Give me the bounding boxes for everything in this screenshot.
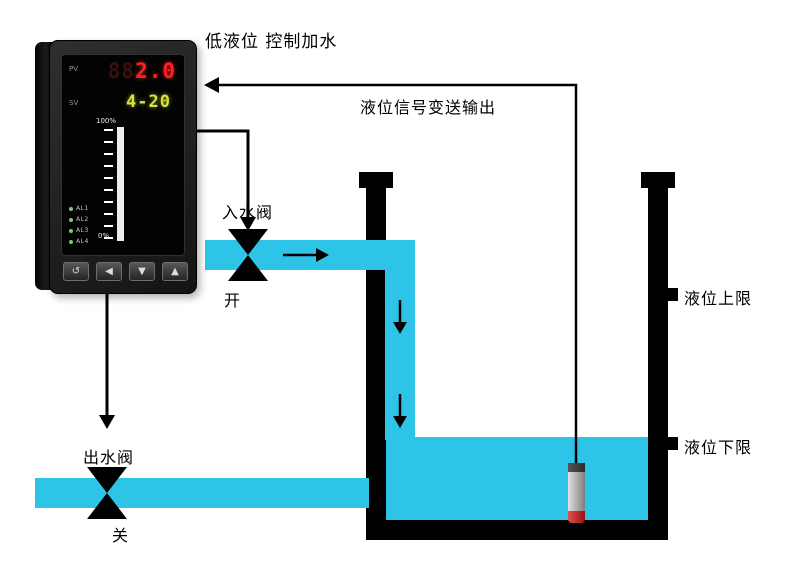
controller-keys: ↺ ◀ ▼ ▲	[63, 262, 188, 281]
key-loop: ↺	[63, 262, 89, 281]
lower-limit-marker	[666, 437, 678, 450]
sv-value: 4-20	[126, 92, 171, 112]
bargraph-scale-bottom: 0%	[98, 232, 110, 240]
meter-to-outlet-line	[99, 292, 115, 429]
alarm-label: AL1	[76, 205, 89, 212]
alarm-row: AL1	[69, 205, 89, 212]
outlet-pipe	[35, 478, 369, 508]
outlet-valve-state: 关	[112, 526, 130, 545]
tank-left-wall	[366, 172, 386, 540]
tank-water	[386, 437, 648, 520]
inlet-pipe	[205, 240, 415, 270]
controller-display: PV 882.0 SV 4-20 100% 0% AL1 AL2 AL3 AL4	[61, 54, 185, 256]
pv-label: PV	[69, 65, 79, 73]
probe-tip	[568, 511, 585, 523]
key-left: ◀	[96, 262, 122, 281]
alarm-label: AL3	[76, 227, 89, 234]
level-controller: PV 882.0 SV 4-20 100% 0% AL1 AL2 AL3 AL4…	[35, 40, 197, 294]
alarm-led	[69, 228, 73, 233]
alarm-led	[69, 217, 73, 222]
pv-readout: 882.0	[108, 59, 176, 83]
pv-value: 2.0	[135, 59, 176, 83]
alarm-label: AL4	[76, 238, 89, 245]
alarm-row: AL4	[69, 238, 89, 245]
inlet-valve-state: 开	[224, 291, 242, 310]
sv-readout: 4-20	[126, 92, 171, 112]
bargraph-ticks	[104, 129, 113, 239]
alarm-led	[69, 206, 73, 211]
controller-front-panel: PV 882.0 SV 4-20 100% 0% AL1 AL2 AL3 AL4…	[49, 40, 197, 294]
signal-output-label: 液位信号变送输出	[360, 98, 497, 117]
probe-connector	[568, 463, 585, 472]
tank-left-wall-cap	[359, 172, 393, 188]
sv-label: SV	[69, 99, 79, 107]
alarm-led	[69, 239, 73, 244]
probe-body	[568, 472, 585, 511]
tank-right-wall	[648, 172, 668, 540]
tank-bottom	[366, 520, 668, 540]
alarm-indicators: AL1 AL2 AL3 AL4	[69, 205, 89, 249]
tank-right-wall-cap	[641, 172, 675, 188]
outlet-valve-label: 出水阀	[83, 448, 135, 467]
alarm-label: AL2	[76, 216, 89, 223]
controller-side-panel	[35, 42, 53, 290]
pv-ghost-digits: 88	[107, 59, 136, 83]
alarm-row: AL2	[69, 216, 89, 223]
bargraph-scale-top: 100%	[96, 117, 117, 125]
level-sensor-probe	[568, 463, 585, 523]
bargraph-bar	[117, 127, 124, 241]
upper-limit-label: 液位上限	[684, 289, 753, 308]
alarm-row: AL3	[69, 227, 89, 234]
diagram-title: 低液位 控制加水	[205, 32, 338, 52]
upper-limit-marker	[666, 288, 678, 301]
key-up: ▲	[162, 262, 188, 281]
inlet-valve-label: 入水阀	[222, 203, 274, 222]
down-pipe	[385, 240, 415, 440]
key-down: ▼	[129, 262, 155, 281]
lower-limit-label: 液位下限	[684, 438, 753, 457]
